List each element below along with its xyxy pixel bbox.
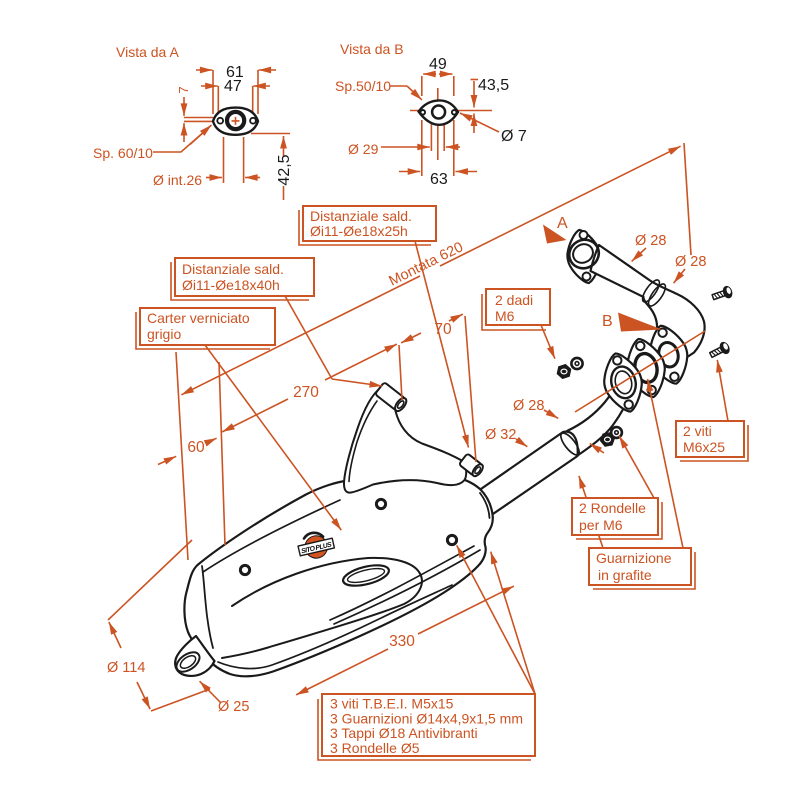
- svg-text:Carter verniciato: Carter verniciato: [147, 310, 250, 326]
- svg-text:Vista da A: Vista da A: [116, 44, 179, 60]
- svg-text:Ø 7: Ø 7: [501, 128, 527, 145]
- svg-text:2 dadi: 2 dadi: [495, 292, 533, 308]
- svg-text:49: 49: [429, 56, 447, 73]
- svg-text:270: 270: [293, 384, 319, 401]
- svg-text:47: 47: [224, 78, 242, 95]
- svg-text:2 Rondelle: 2 Rondelle: [579, 500, 646, 516]
- svg-text:Sp. 60/10: Sp. 60/10: [93, 145, 153, 161]
- svg-text:B: B: [602, 313, 613, 330]
- svg-text:Ø int.26: Ø int.26: [153, 172, 202, 188]
- svg-text:3 Guarnizioni Ø14x4,9x1,5 mm: 3 Guarnizioni Ø14x4,9x1,5 mm: [330, 710, 523, 726]
- svg-text:Ø 114: Ø 114: [107, 660, 145, 676]
- svg-text:A: A: [557, 215, 568, 232]
- svg-text:3 Rondelle Ø5: 3 Rondelle Ø5: [330, 740, 420, 756]
- svg-text:Øi11-Øe18x40h: Øi11-Øe18x40h: [182, 277, 280, 293]
- svg-text:M6: M6: [495, 308, 515, 324]
- svg-text:Distanziale sald.: Distanziale sald.: [182, 261, 284, 277]
- svg-text:Ø 28: Ø 28: [675, 254, 706, 270]
- svg-text:3 Tappi Ø18 Antivibranti: 3 Tappi Ø18 Antivibranti: [330, 725, 478, 741]
- svg-text:in grafite: in grafite: [598, 567, 652, 583]
- svg-text:61: 61: [226, 64, 244, 81]
- svg-text:Ø 32: Ø 32: [485, 427, 516, 443]
- svg-text:Ø 29: Ø 29: [348, 141, 379, 157]
- svg-text:43,5: 43,5: [478, 77, 509, 94]
- svg-text:Distanziale sald.: Distanziale sald.: [310, 208, 412, 224]
- svg-text:Vista da B: Vista da B: [340, 41, 404, 57]
- svg-text:Ø 28: Ø 28: [635, 233, 666, 249]
- svg-text:Sp.50/10: Sp.50/10: [335, 78, 391, 94]
- svg-text:2 viti: 2 viti: [683, 423, 712, 439]
- svg-text:Ø 28: Ø 28: [513, 398, 544, 414]
- svg-text:Ø 25: Ø 25: [218, 699, 249, 715]
- svg-text:63: 63: [430, 171, 448, 188]
- svg-text:42,5: 42,5: [276, 154, 293, 185]
- svg-text:Øi11-Øe18x25h: Øi11-Øe18x25h: [310, 223, 408, 239]
- svg-text:330: 330: [389, 633, 415, 650]
- svg-text:Guarnizione: Guarnizione: [596, 550, 672, 566]
- svg-text:grigio: grigio: [147, 326, 181, 342]
- svg-text:7: 7: [176, 86, 191, 93]
- svg-text:3 viti T.B.E.I. M5x15: 3 viti T.B.E.I. M5x15: [330, 696, 454, 712]
- svg-text:per M6: per M6: [579, 517, 623, 533]
- svg-text:M6x25: M6x25: [683, 439, 725, 455]
- svg-text:60: 60: [187, 439, 205, 456]
